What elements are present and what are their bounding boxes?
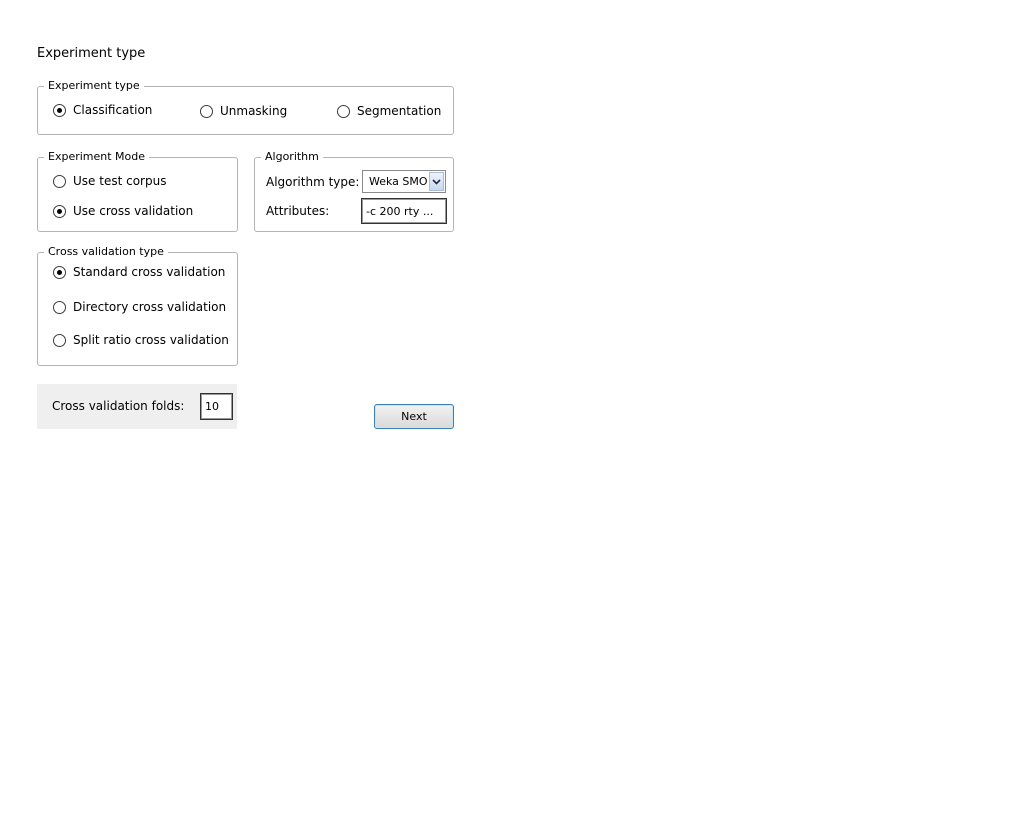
radio-label: Segmentation <box>357 104 442 118</box>
cross-validation-type-legend: Cross validation type <box>44 245 168 259</box>
radio-label: Directory cross validation <box>73 300 227 314</box>
experiment-mode-legend: Experiment Mode <box>44 150 150 164</box>
attributes-field[interactable]: -c 200 rty ... <box>361 198 447 224</box>
radio-label: Use test corpus <box>73 174 167 188</box>
radio-button[interactable] <box>200 104 213 118</box>
radio-use-cross-validation[interactable]: Use cross validation <box>53 204 193 218</box>
algorithm-type-value: Weka SMO <box>369 175 428 188</box>
folds-input[interactable]: 10 <box>200 393 233 420</box>
radio-classification[interactable]: Classification <box>53 103 152 117</box>
radio-label: Use cross validation <box>73 204 194 218</box>
algorithm-group: Algorithm <box>254 150 454 232</box>
algorithm-type-label: Algorithm type: <box>266 175 360 189</box>
radio-button-selected[interactable] <box>53 204 66 218</box>
algorithm-legend: Algorithm <box>261 150 323 164</box>
radio-button[interactable] <box>53 333 66 347</box>
radio-label: Split ratio cross validation <box>73 333 229 347</box>
chevron-down-icon[interactable] <box>429 172 444 191</box>
radio-standard-cross-validation[interactable]: Standard cross validation <box>53 265 225 279</box>
radio-label: Unmasking <box>220 104 288 118</box>
radio-button[interactable] <box>53 300 66 314</box>
radio-button-selected[interactable] <box>53 265 66 279</box>
radio-directory-cross-validation[interactable]: Directory cross validation <box>53 300 226 314</box>
radio-label: Classification <box>73 103 153 117</box>
radio-button-selected[interactable] <box>53 103 66 117</box>
next-button[interactable]: Next <box>374 404 454 429</box>
attributes-label: Attributes: <box>266 204 330 218</box>
algorithm-type-select[interactable]: Weka SMO <box>362 170 446 193</box>
page-title: Experiment type <box>37 46 146 61</box>
radio-button[interactable] <box>53 174 66 188</box>
experiment-type-legend: Experiment type <box>44 79 144 93</box>
experiment-type-group: Experiment type <box>37 79 454 135</box>
radio-button[interactable] <box>337 104 350 118</box>
radio-split-ratio-cross-validation[interactable]: Split ratio cross validation <box>53 333 229 347</box>
experiment-mode-group: Experiment Mode <box>37 150 238 232</box>
radio-use-test-corpus[interactable]: Use test corpus <box>53 174 166 188</box>
radio-label: Standard cross validation <box>73 265 226 279</box>
radio-unmasking[interactable]: Unmasking <box>200 104 287 118</box>
folds-label: Cross validation folds: <box>52 399 185 413</box>
cross-validation-type-group: Cross validation type <box>37 245 238 366</box>
radio-segmentation[interactable]: Segmentation <box>337 104 441 118</box>
